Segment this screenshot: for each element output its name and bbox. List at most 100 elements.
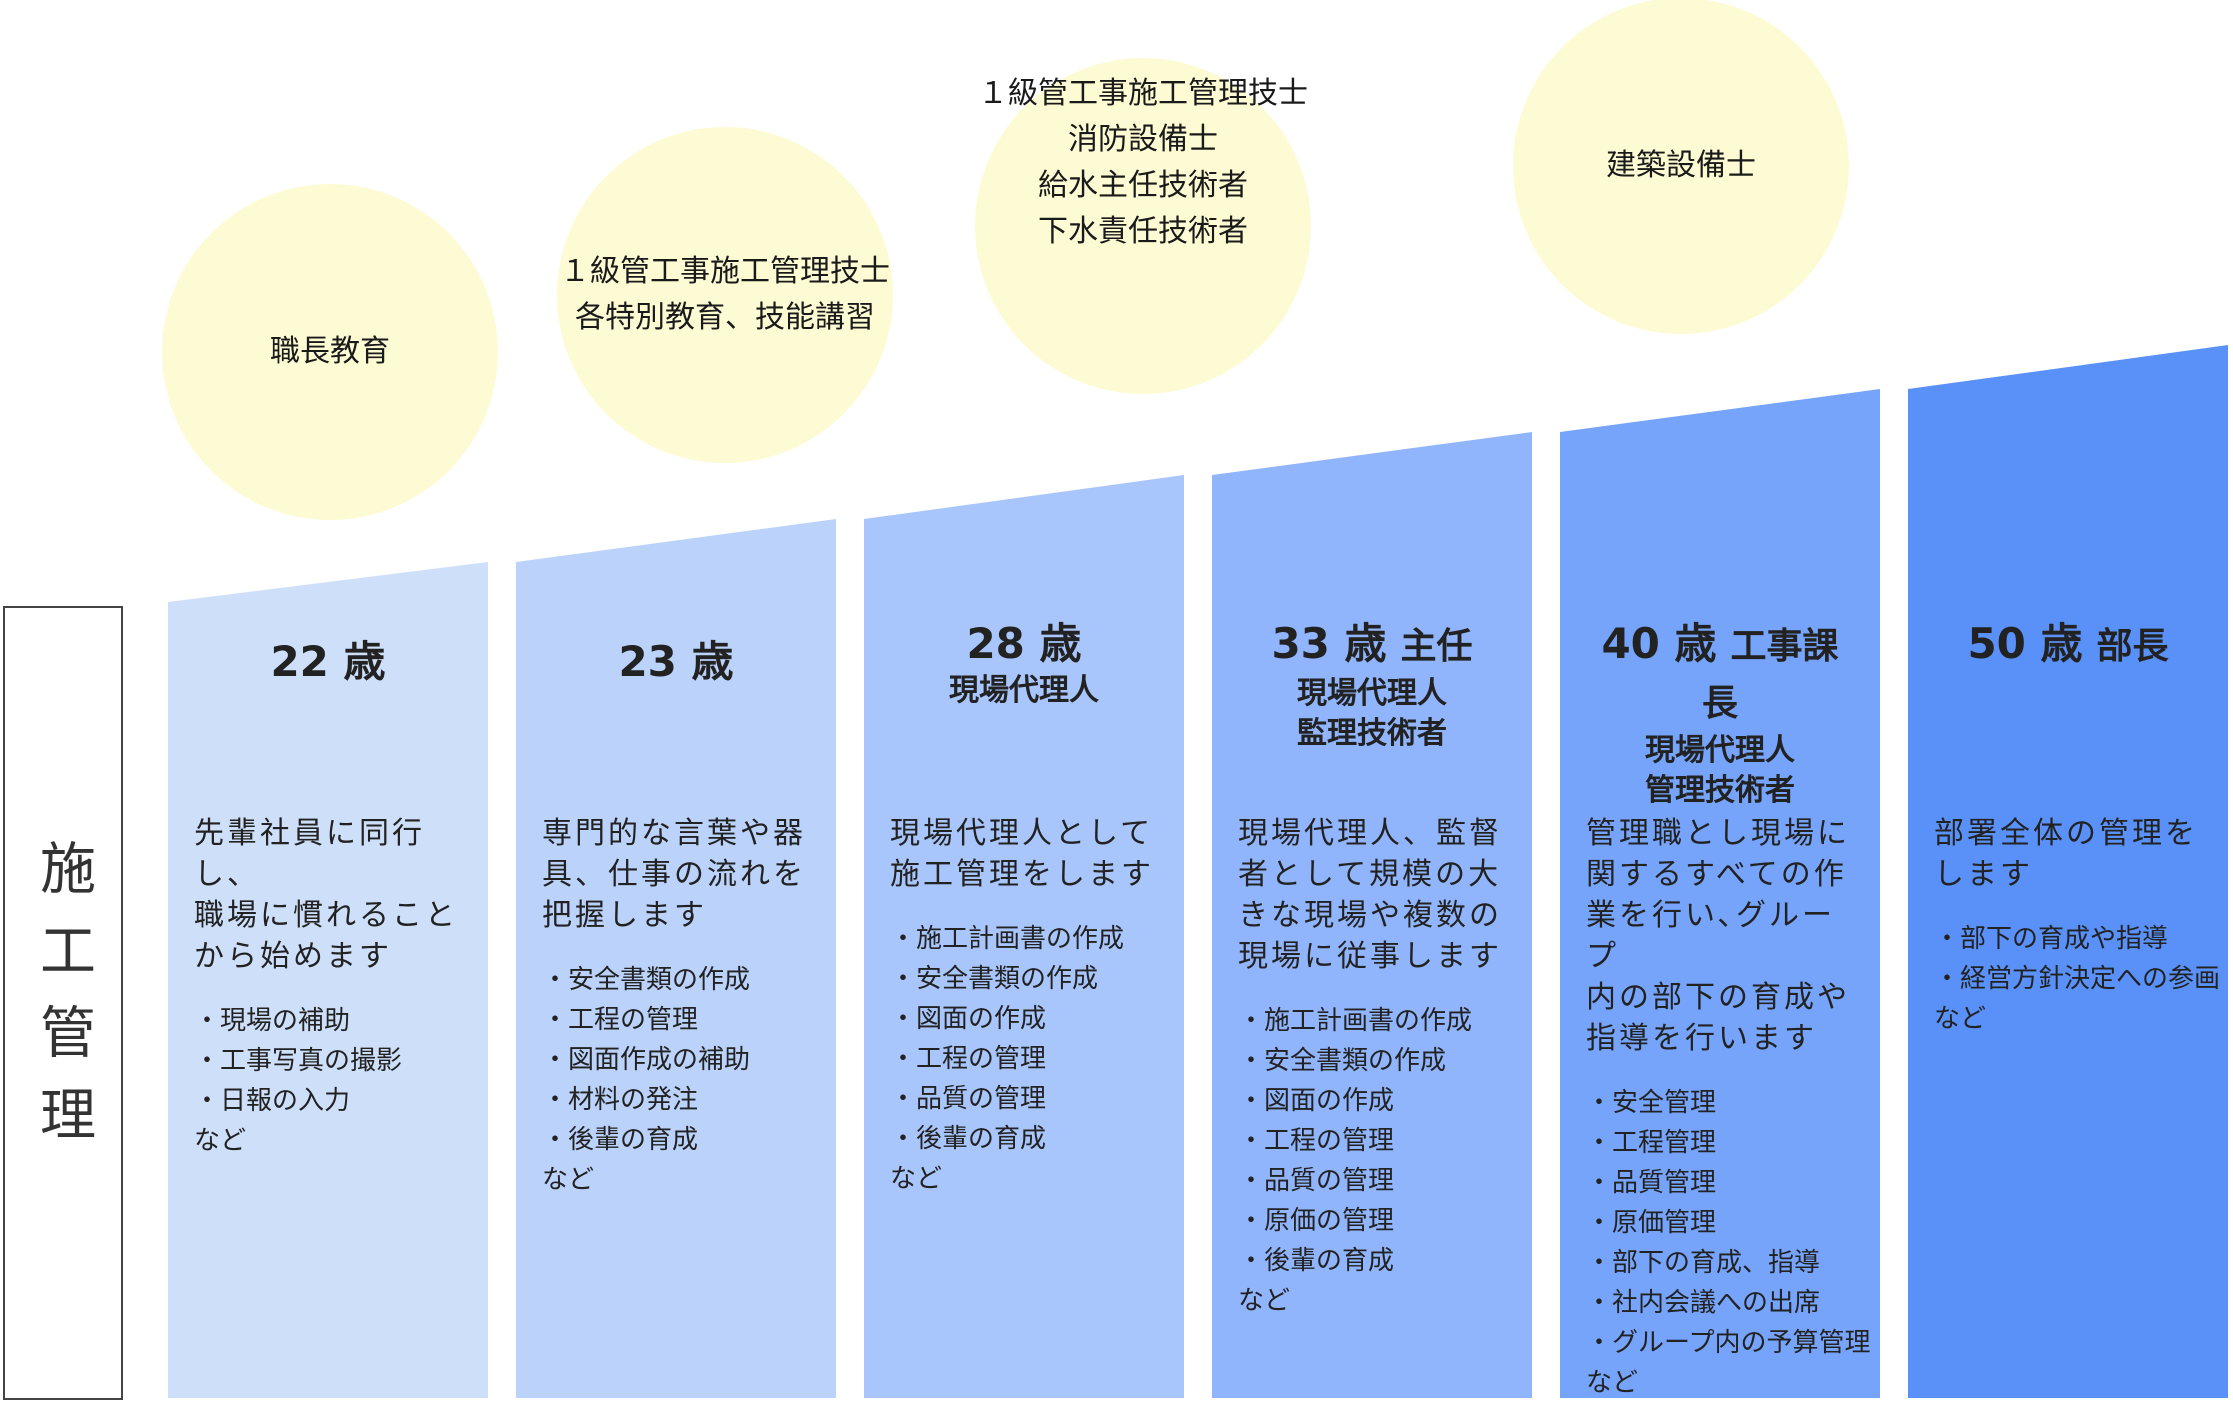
qualification-label: １級管工事施工管理技士 [560,254,890,289]
task-item: ・後輩の育成 [1238,1246,1395,1276]
task-item: ・安全書類の作成 [890,964,1099,994]
qualification-bubble: 職長教育 [162,184,498,520]
stage-description: 専門的な言葉や器具、仕事の流れを把握します [542,813,810,936]
stage-age: 28 歳 [966,619,1082,668]
stage-role: 管理技術者 [1645,773,1795,808]
description-line: 部署全体の管理を [1934,816,2198,851]
stage-body: 現場代理人、監督者として規模の大きな現場や複数の現場に従事します・施工計画書の作… [1212,813,1532,1321]
description-line: から始めます [194,939,392,974]
stage-age-line: 40 歳工事課長 [1586,617,1854,731]
task-etc: など [1238,1286,1291,1316]
stage-body: 管理職とし現場に関するすべての作業を行い､グループ内の部下の育成や指導を行います… [1560,813,1880,1403]
stage-column-shape [864,475,1184,1398]
description-line: きな現場や複数の [1238,898,1502,933]
task-item: ・グループ内の予算管理 [1586,1328,1871,1358]
stage-description: 現場代理人、監督者として規模の大きな現場や複数の現場に従事します [1238,813,1506,977]
description-line: 指導を行います [1586,1021,1817,1056]
task-item: ・原価の管理 [1238,1206,1395,1236]
stage-age: 40 歳 [1601,619,1717,668]
task-item: ・安全管理 [1586,1088,1717,1118]
stage-task-list: ・安全管理・工程管理・品質管理・原価管理・部下の育成、指導・社内会議への出席・グ… [1586,1083,1871,1403]
qualification-label: 給水主任技術者 [1038,168,1248,204]
qualification-label: １級管工事施工管理技士 [978,76,1308,112]
description-line: 施工管理をします [890,857,1154,892]
stage-column: 50 歳部長 [1908,617,2228,674]
task-item: ・安全書類の作成 [542,965,751,995]
stage-age: 23 歳 [618,637,734,686]
task-item: ・施工計画書の作成 [1238,1006,1473,1036]
task-item: ・部下の育成や指導 [1934,924,2169,954]
task-etc: など [1934,1004,1987,1034]
stage-role: 現場代理人 [949,673,1099,708]
qualification-label: 職長教育 [270,334,390,369]
task-etc: など [1586,1368,1639,1398]
stage-body: 現場代理人として施工管理をします・施工計画書の作成・安全書類の作成・図面の作成・… [864,813,1184,1199]
qualification-label: 建築設備士 [1606,148,1756,183]
task-item: ・部下の育成、指導 [1586,1248,1821,1278]
qualification-label: 各特別教育、技能講習 [575,300,875,335]
task-item: ・図面作成の補助 [542,1045,751,1075]
stage-description: 部署全体の管理をします [1934,813,2202,895]
stage-column-shape [1908,345,2228,1398]
description-line: 先輩社員に同行し、 [194,816,425,892]
stage-header: 22 歳 [194,635,462,689]
task-item: ・工程管理 [1586,1128,1717,1158]
task-item: ・品質の管理 [1238,1166,1395,1196]
qualification-bubble: １級管工事施工管理技士各特別教育、技能講習 [557,127,893,463]
qualification-label: 消防設備士 [1068,122,1218,158]
qualification-bubble: 建築設備士 [1513,0,1849,334]
stage-body: 専門的な言葉や器具、仕事の流れを把握します・安全書類の作成・工程の管理・図面作成… [516,813,836,1200]
task-item: ・工事写真の撮影 [194,1046,403,1076]
task-item: ・安全書類の作成 [1238,1046,1447,1076]
description-line: します [1934,857,2033,892]
stage-header: 23 歳 [542,635,810,689]
task-item: ・後輩の育成 [890,1124,1047,1154]
stage-title: 部長 [2096,626,2169,667]
description-line: 現場に従事します [1238,939,1502,974]
stage-body: 部署全体の管理をします・部下の育成や指導・経営方針決定への参画など [1908,813,2228,1039]
description-line: 現場代理人、監督 [1238,816,1502,851]
task-item: ・経営方針決定への参画 [1934,964,2221,994]
description-line: 業を行い､グループ [1586,898,1835,974]
stage-column: 23 歳 [516,635,836,689]
stage-column: 33 歳主任現場代理人監理技術者 [1212,617,1532,754]
stage-age: 22 歳 [270,637,386,686]
stage-age-line: 33 歳主任 [1238,617,1506,674]
description-line: 者として規模の大 [1238,857,1502,892]
task-item: ・品質管理 [1586,1168,1717,1198]
task-item: ・材料の発注 [542,1085,699,1115]
stage-header: 28 歳現場代理人 [890,617,1158,711]
description-line: 専門的な言葉や器 [542,816,806,851]
stage-age: 50 歳 [1967,619,2083,668]
stage-age-line: 22 歳 [194,635,462,689]
stage-description: 現場代理人として施工管理をします [890,813,1158,895]
description-line: 職場に慣れること [194,898,458,933]
stage-task-list: ・現場の補助・工事写真の撮影・日報の入力など [194,1001,462,1161]
stage-column-shape [516,519,836,1398]
stage-header: 40 歳工事課長現場代理人管理技術者 [1586,617,1854,811]
task-item: ・後輩の育成 [542,1125,699,1155]
task-item: ・工程の管理 [1238,1126,1395,1156]
stage-column-shape [1212,432,1532,1398]
stage-age: 33 歳 [1271,619,1387,668]
stage-column: 28 歳現場代理人 [864,617,1184,711]
side-label-text: 施工管理 [30,839,96,1167]
side-label-box: 施工管理 [3,606,123,1400]
task-item: ・工程の管理 [542,1005,699,1035]
task-etc: など [542,1165,595,1195]
description-line: 把握します [542,898,707,933]
task-item: ・現場の補助 [194,1006,351,1036]
stage-role: 現場代理人 [1645,733,1795,768]
description-line: 管理職とし現場に [1586,816,1850,851]
description-line: 現場代理人として [890,816,1154,851]
description-line: 内の部下の育成や [1586,980,1850,1015]
task-etc: など [890,1164,943,1194]
stage-title: 工事課長 [1701,626,1839,724]
stage-header: 50 歳部長 [1934,617,2202,674]
task-item: ・工程の管理 [890,1044,1047,1074]
stage-column-shape [1560,389,1880,1398]
task-item: ・図面の作成 [1238,1086,1395,1116]
stage-body: 先輩社員に同行し、職場に慣れることから始めます・現場の補助・工事写真の撮影・日報… [168,813,488,1161]
stage-role: 現場代理人 [1297,676,1447,711]
